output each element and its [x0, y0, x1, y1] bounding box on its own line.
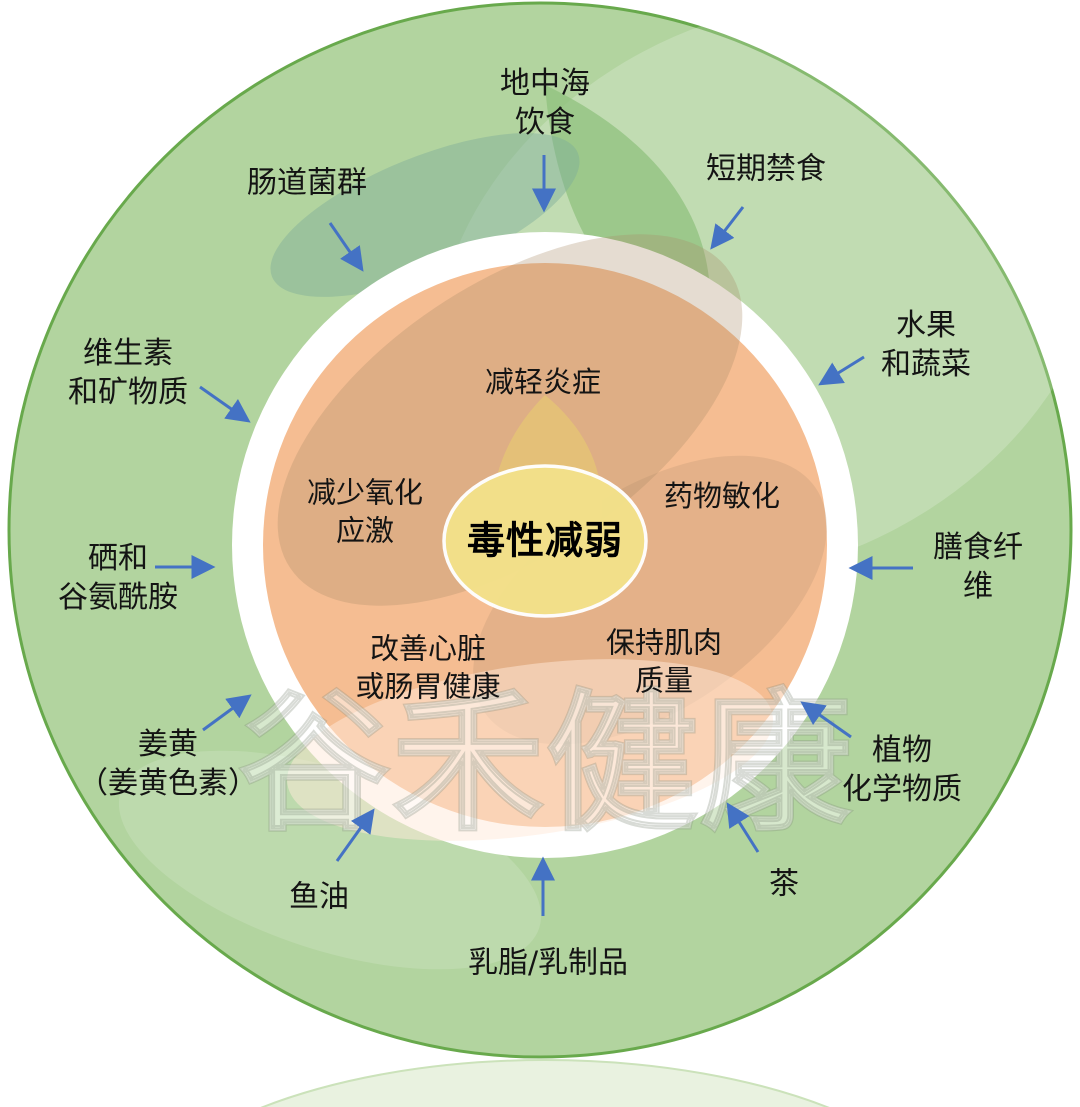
- arrow-tea: [726, 802, 760, 853]
- label-short-term-fasting: 短期禁食: [706, 151, 826, 187]
- arrow-gut-microbiota: [328, 222, 364, 272]
- arrow-short-term-fasting: [710, 206, 745, 250]
- bottom-shadow-ellipse: [260, 1059, 830, 1107]
- label-tea: 茶: [769, 866, 799, 902]
- label-phytochemicals: 植物 化学物质: [842, 733, 962, 807]
- label-fruits-vegetables: 水果 和蔬菜: [881, 308, 971, 382]
- peach-leaf-shape: [287, 659, 773, 841]
- arrow-fish-oil: [335, 808, 375, 862]
- label-dietary-fiber: 膳食纤维: [933, 530, 1023, 604]
- tan-leaf-shape: [277, 234, 743, 606]
- label-selenium-glutamine: 硒和 谷氨酰胺: [58, 541, 178, 615]
- label-vitamins-minerals: 维生素 和矿物质: [68, 336, 188, 410]
- arrow-turmeric: [202, 694, 252, 732]
- label-gut-microbiota: 肠道菌群: [247, 165, 367, 201]
- light-leaf-shape-bottom: [118, 750, 542, 970]
- label-turmeric-curcumin: 姜黄 （姜黄色素）: [78, 727, 258, 801]
- label-improve-heart-gut: 改善心脏 或肠胃健康: [355, 631, 501, 703]
- label-reduce-oxidative-stress: 减少氧化 应激: [306, 475, 424, 547]
- arrow-phytochemicals: [800, 701, 852, 739]
- label-drug-sensitization: 药物敏化: [663, 479, 781, 514]
- label-mediterranean-diet: 地中海 饮食: [500, 66, 590, 140]
- arrow-fruits-vegetables: [818, 355, 865, 386]
- label-milkfat-dairy: 乳脂/乳制品: [467, 945, 629, 981]
- label-maintain-muscle-mass: 保持肌肉 质量: [605, 625, 723, 697]
- arrow-vitamins-minerals: [199, 385, 251, 423]
- center-label: 毒性减弱: [466, 518, 624, 563]
- label-fish-oil: 鱼油: [289, 879, 349, 915]
- center-ellipse: [442, 464, 648, 618]
- watermark: 谷禾健康: [237, 675, 854, 852]
- label-reduce-inflammation: 减轻炎症: [484, 365, 602, 400]
